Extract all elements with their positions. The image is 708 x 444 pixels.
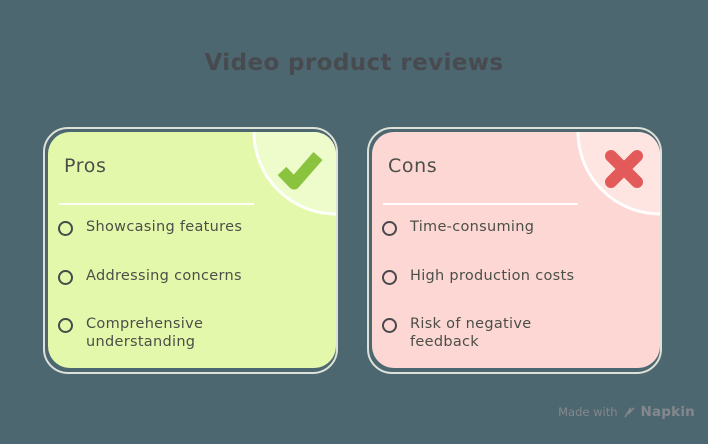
check-icon: [277, 146, 323, 192]
pros-divider: [59, 203, 254, 205]
bullet-circle-icon: [58, 269, 73, 285]
bullet-circle-icon: [58, 318, 73, 334]
cross-icon: [601, 146, 647, 192]
list-item-label: Addressing concerns: [86, 267, 242, 284]
list-item-label: Showcasing features: [86, 219, 243, 235]
bullet-circle-icon: [382, 318, 397, 334]
cons-item-list: Time-consuming High production costs Ris…: [382, 219, 642, 352]
cons-heading: Cons: [388, 155, 438, 177]
list-item: Showcasing features: [58, 219, 318, 237]
bullet-circle-icon: [58, 221, 73, 236]
cons-divider: [383, 203, 578, 205]
watermark-prefix: Made with: [558, 405, 618, 419]
watermark-brand: Napkin: [640, 404, 695, 420]
list-item: High production costs: [382, 268, 642, 286]
napkin-logo-icon: [623, 406, 636, 419]
list-item-label: High production costs: [410, 267, 575, 284]
pros-card: Pros Showcasing features Addressing conc…: [43, 127, 338, 374]
bullet-circle-icon: [382, 221, 397, 236]
list-item: Risk of negative feedback: [382, 316, 642, 351]
cons-card: Cons Time-consuming High production cost…: [367, 127, 662, 374]
diagram-title: Video product reviews: [204, 50, 504, 76]
list-item-label: Risk of negative feedback: [410, 316, 532, 351]
watermark: Made with Napkin: [558, 404, 695, 420]
list-item-label: Comprehensive understanding: [86, 316, 204, 351]
list-item: Comprehensive understanding: [58, 316, 318, 351]
pros-item-list: Showcasing features Addressing concerns …: [58, 219, 318, 352]
bullet-circle-icon: [382, 269, 397, 285]
list-item-label: Time-consuming: [410, 219, 535, 235]
pros-heading: Pros: [64, 155, 107, 177]
list-item: Addressing concerns: [58, 268, 318, 286]
list-item: Time-consuming: [382, 219, 642, 237]
